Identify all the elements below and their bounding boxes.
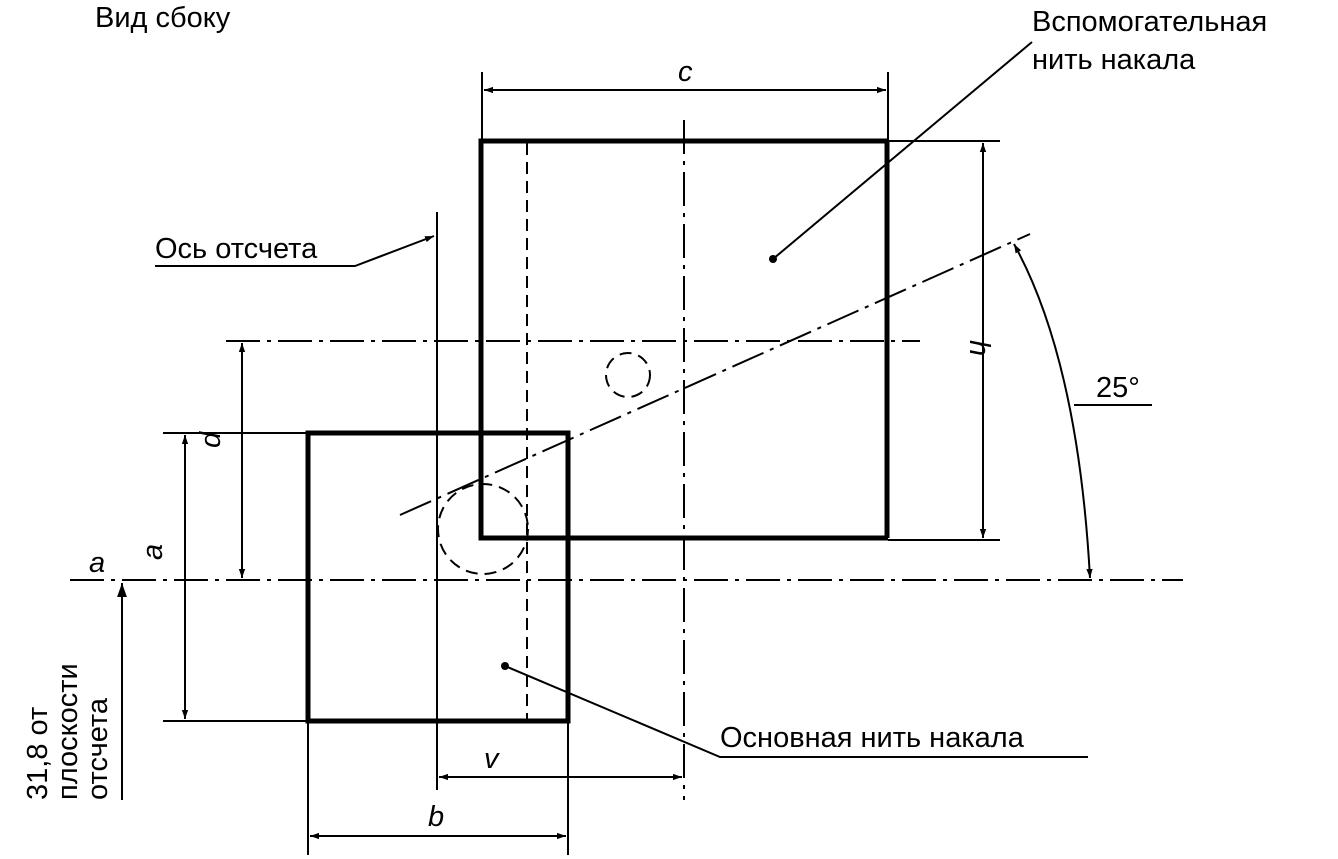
main-filament-leader-dot xyxy=(501,662,509,670)
small-dashed-circle xyxy=(605,352,651,398)
plane-a-label: a xyxy=(89,547,105,579)
aux-filament-label-line2: нить накала xyxy=(1032,44,1196,76)
reference-plane-label-line1: 31,8 от xyxy=(22,707,54,800)
inclined-axis-line xyxy=(399,233,1031,516)
aux-filament-leader-dot xyxy=(769,255,777,263)
main-filament-label: Основная нить накала xyxy=(720,722,1025,754)
dimension-a-label: a xyxy=(137,544,169,560)
angle-arc xyxy=(1013,243,1093,579)
reference-axis-leader xyxy=(155,235,435,267)
dimension-c-label: c xyxy=(678,56,693,88)
dimension-b-label: b xyxy=(428,801,444,833)
dimension-h-label: h xyxy=(963,340,995,356)
large-dashed-circle xyxy=(437,483,529,575)
aux-filament-label-line1: Вспомогательная xyxy=(1032,6,1267,38)
dimension-d-label: d xyxy=(195,431,227,448)
angle-label: 25° xyxy=(1096,372,1140,404)
reference-plane-label-line3: отсчета xyxy=(82,697,114,800)
reference-axis-label: Ось отсчета xyxy=(155,233,318,265)
dimension-v-label: v xyxy=(484,743,500,775)
aux-filament-leader xyxy=(772,41,1033,260)
side-view-title: Вид сбоку xyxy=(95,2,231,34)
main-filament-leader xyxy=(504,665,1088,758)
reference-plane-label-line2: плоскости xyxy=(52,663,84,800)
